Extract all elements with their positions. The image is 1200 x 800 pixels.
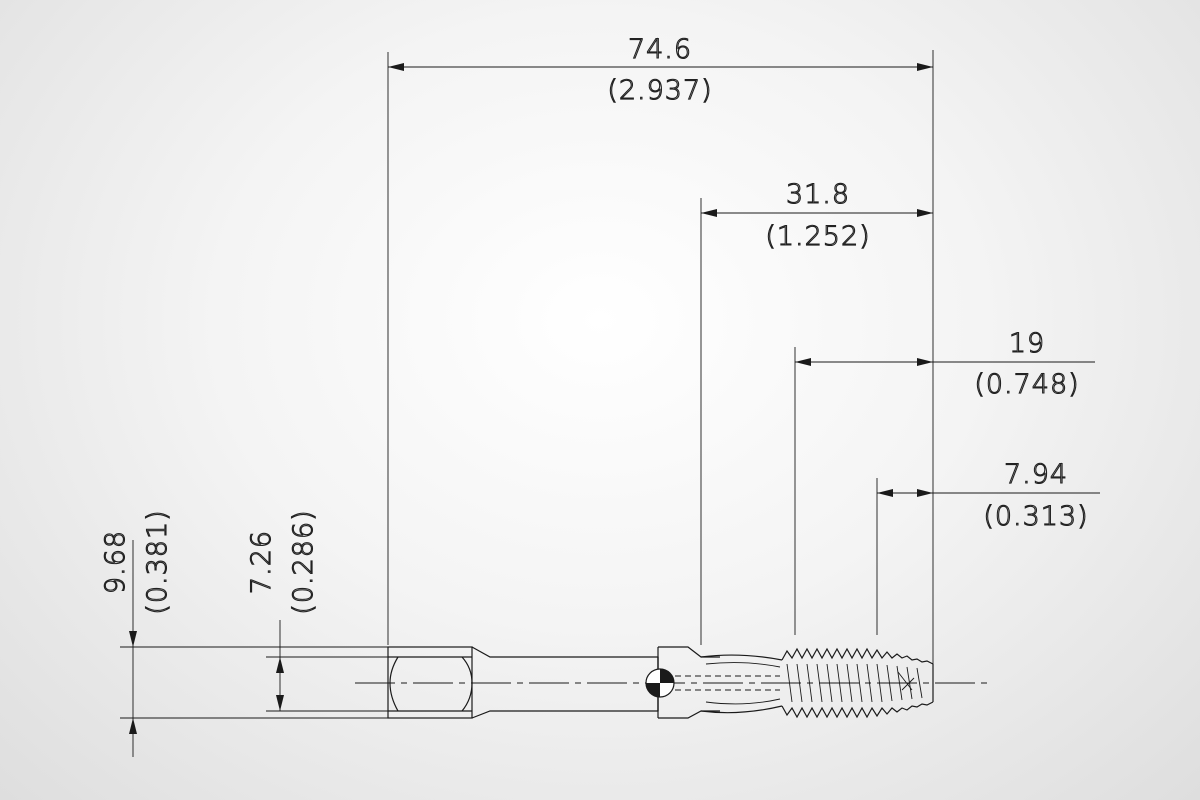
thread-length-dimension: 31.8 (1.252) xyxy=(700,178,933,645)
shank-diameter-metric: 9.68 xyxy=(100,530,131,594)
tap-body xyxy=(355,646,990,719)
shank-diameter-imperial: (0.381) xyxy=(142,509,173,614)
flute-profile xyxy=(700,654,783,714)
thread-length-imperial: (1.252) xyxy=(765,221,870,252)
thread-length-metric: 31.8 xyxy=(786,179,850,210)
overall-length-metric: 74.6 xyxy=(628,34,692,65)
square-drive xyxy=(387,646,473,719)
square-size-dimension: 7.26 (0.286) xyxy=(245,509,388,712)
overall-length-dimension: 74.6 (2.937) xyxy=(387,33,934,665)
chamfer-length-metric: 7.94 xyxy=(1004,459,1068,490)
flute-length-metric: 19 xyxy=(1009,328,1045,359)
neck xyxy=(658,646,780,719)
center-mark-icon xyxy=(645,668,675,698)
overall-length-imperial: (2.937) xyxy=(607,75,712,106)
square-size-metric: 7.26 xyxy=(246,530,277,594)
square-size-imperial: (0.286) xyxy=(288,509,319,614)
shank-diameter-dimension: 9.68 (0.381) xyxy=(99,509,470,757)
thread-section xyxy=(781,647,934,719)
chamfer-length-imperial: (0.313) xyxy=(983,501,1088,532)
shank xyxy=(471,646,659,719)
flute-length-imperial: (0.748) xyxy=(974,369,1079,400)
chamfer-length-dimension: 7.94 (0.313) xyxy=(876,458,1100,635)
flute-length-dimension: 19 (0.748) xyxy=(794,327,1095,635)
